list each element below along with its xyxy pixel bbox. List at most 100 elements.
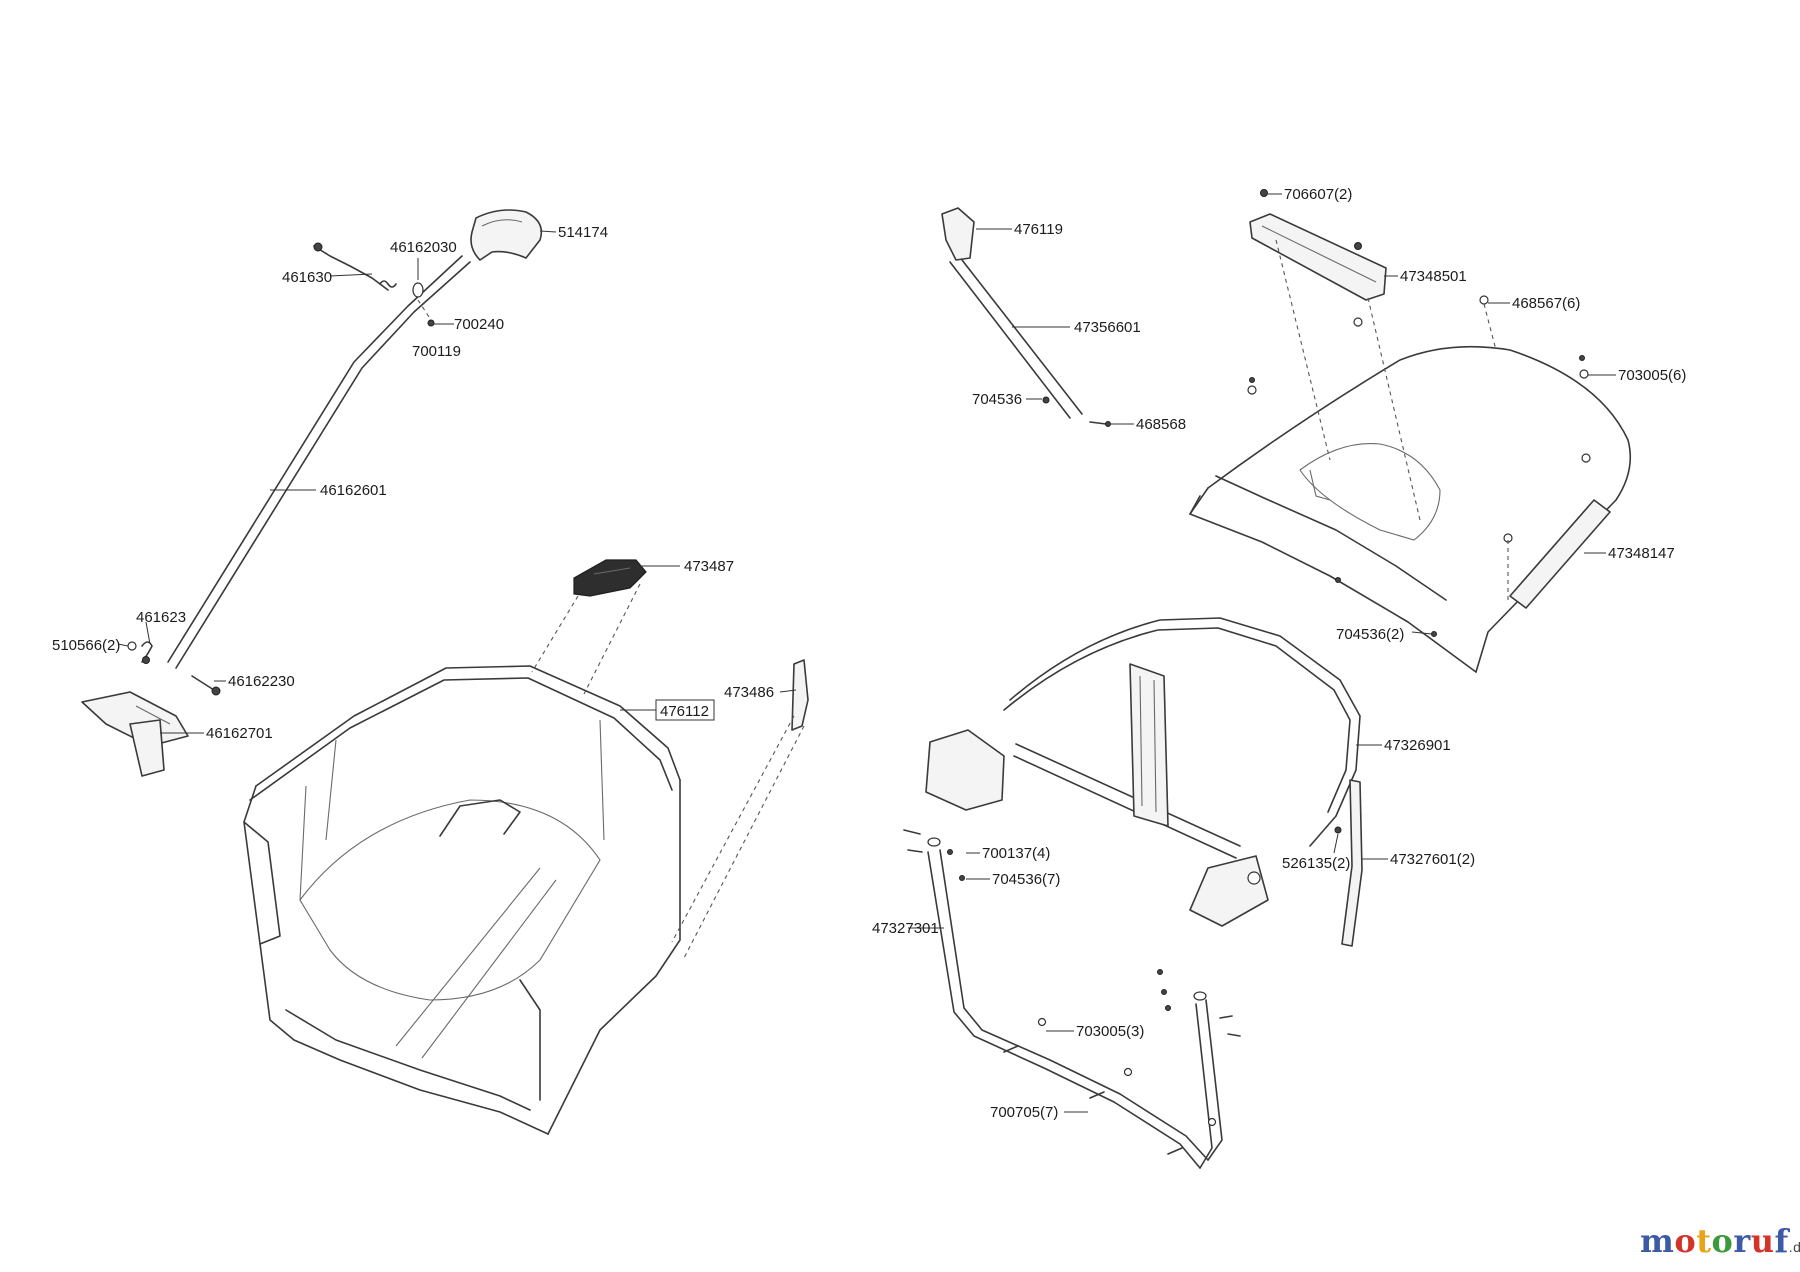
pin <box>191 675 215 691</box>
hinge-bar-edge <box>1261 225 1377 283</box>
catcher-top-cover <box>1189 189 1632 673</box>
label-473486: 473486 <box>724 684 774 701</box>
bolt-700137 <box>1227 1033 1241 1037</box>
rivet <box>427 319 435 327</box>
bushing <box>412 282 424 298</box>
lower-frame-right <box>1205 999 1223 1161</box>
assembly-line <box>683 725 805 959</box>
nut-704536 <box>1157 969 1163 975</box>
nut-704536 <box>959 875 965 881</box>
label-461623: 461623 <box>136 609 186 626</box>
assembly-line <box>417 299 432 321</box>
hinge-bar <box>1249 213 1387 301</box>
top-cover-side-handle <box>1509 499 1611 609</box>
catcher-frame <box>903 617 1363 1169</box>
screw-700705 <box>1003 1045 1019 1053</box>
lower-frame-right-edge <box>1195 1003 1213 1169</box>
basket-floor-rib <box>421 879 557 1059</box>
screw-700705 <box>1089 1091 1105 1099</box>
lever-bracket-detail <box>135 705 171 725</box>
label-468568: 468568 <box>1136 416 1186 433</box>
screw-706607 <box>1260 189 1268 197</box>
frame-upper-bar-inner <box>1003 627 1351 813</box>
label-47326901: 47326901 <box>1384 737 1451 754</box>
washer <box>127 641 137 651</box>
bolt-700137 <box>907 849 923 853</box>
bolt-700137 <box>1219 1015 1233 1019</box>
label-703005-3: 703005(3) <box>1076 1023 1144 1040</box>
frame-right-bracket <box>1189 855 1269 927</box>
assembly-line <box>583 583 641 695</box>
logo-letter: u <box>1750 1222 1775 1260</box>
top-cover-opening-lip <box>1309 469 1331 501</box>
basket-side-flap <box>243 821 281 945</box>
label-704536: 704536 <box>972 391 1022 408</box>
basket-floor-edge <box>285 1009 531 1111</box>
washer-703005 <box>1037 1017 1047 1027</box>
nut <box>142 656 150 664</box>
basket-wire <box>599 719 605 841</box>
logo-letter: r <box>1733 1222 1751 1260</box>
side-strap <box>1341 779 1363 947</box>
assembly-line <box>1367 297 1421 521</box>
label-703005-6: 703005(6) <box>1618 367 1686 384</box>
label-700705: 700705(7) <box>990 1104 1058 1121</box>
screw <box>1089 421 1107 425</box>
frame-cross-bar <box>1015 743 1241 847</box>
nut-704536 <box>1431 631 1437 637</box>
catcher-side-clip <box>791 659 809 731</box>
carry-handle-grip <box>941 207 975 261</box>
label-704536-7: 704536(7) <box>992 871 1060 888</box>
leader-461630 <box>329 273 373 277</box>
washer-468567 <box>1353 317 1363 327</box>
washer-703005 <box>1207 1117 1217 1127</box>
motoruf-logo: motoruf.de <box>1640 1222 1800 1260</box>
catcher-carry-handle <box>941 207 1111 427</box>
washer-703005 <box>1579 369 1589 379</box>
bowden-cable <box>313 245 389 291</box>
logo-letter: o <box>1674 1222 1697 1260</box>
label-476119: 476119 <box>1014 221 1063 238</box>
nut-704536 <box>947 849 953 855</box>
carry-handle-rod <box>961 259 1083 415</box>
basket-right-wall <box>547 779 681 1135</box>
leader-473486 <box>779 689 797 693</box>
label-47327601: 47327601(2) <box>1390 851 1475 868</box>
catcher-handle-cap-ribs <box>593 567 631 575</box>
label-46162601: 46162601 <box>320 482 387 499</box>
logo-letter: o <box>1711 1222 1734 1260</box>
basket-corner <box>519 979 541 1101</box>
washer-468567 <box>1247 385 1257 395</box>
washer-468567 <box>1479 295 1489 305</box>
frame-center-latch-slots <box>1139 675 1157 813</box>
logo-letter: m <box>1640 1222 1675 1260</box>
rivet <box>1042 396 1050 404</box>
label-706607: 706607(2) <box>1284 186 1352 203</box>
assembly-line <box>671 715 795 943</box>
logo-letter: f <box>1774 1222 1789 1260</box>
basket-floor-recess <box>299 799 601 1001</box>
label-704536-2: 704536(2) <box>1336 626 1404 643</box>
bolt-700137 <box>903 829 921 835</box>
label-47356601: 47356601 <box>1074 319 1141 336</box>
screw <box>1579 355 1585 361</box>
leader-514174 <box>539 230 557 233</box>
logo-tld: .de <box>1788 1239 1800 1255</box>
cable-end <box>313 242 323 252</box>
nut-704536 <box>1165 1005 1171 1011</box>
basket-inner-latch <box>439 799 521 837</box>
nut-704536 <box>1335 577 1341 583</box>
frame-upper-bar <box>1009 617 1361 847</box>
tube-end <box>927 837 941 847</box>
frame-bracket-hole <box>1247 871 1261 885</box>
leader-704536-2 <box>1411 631 1433 635</box>
screw <box>1249 377 1255 383</box>
top-cover-corner <box>1189 495 1201 515</box>
label-468567: 468567(6) <box>1512 295 1580 312</box>
lower-frame-left-edge <box>927 851 1201 1169</box>
label-700240: 700240 <box>454 316 504 333</box>
label-461630: 461630 <box>282 269 332 286</box>
label-47327301: 47327301 <box>872 920 939 937</box>
screw-526135 <box>1334 826 1342 834</box>
